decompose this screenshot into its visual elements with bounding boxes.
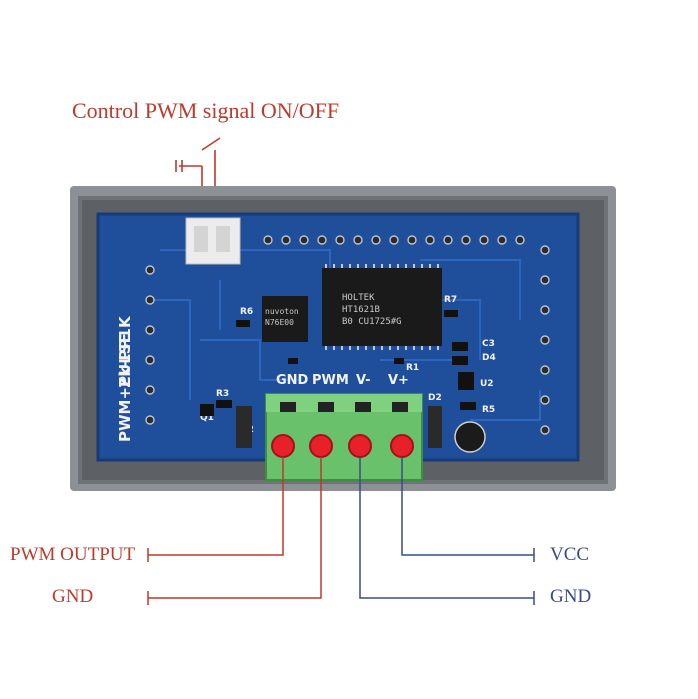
pcb: HOLTEK HT1621B B0 CU1725#G nuvoton N76E0… xyxy=(96,212,580,462)
main-chip-line-1: HOLTEK xyxy=(342,293,375,303)
label-d2: D2 xyxy=(428,393,442,403)
main-chip-line-2: HT1621B xyxy=(342,305,380,315)
pwm-output-label: PWM OUTPUT xyxy=(10,544,136,565)
label-r1: R1 xyxy=(406,363,419,373)
gnd-right-label: GND xyxy=(550,586,592,607)
label-q1: Q1 xyxy=(200,413,214,423)
smd-parts xyxy=(200,310,476,448)
small-chip: nuvoton N76E00 xyxy=(262,296,308,342)
title-label: Control PWM signal ON/OFF xyxy=(72,98,340,123)
label-r5: R5 xyxy=(482,405,495,415)
jst-connector xyxy=(185,217,241,265)
callout-lines xyxy=(147,457,535,605)
screw-2 xyxy=(309,434,333,458)
gnd-left-label: GND xyxy=(52,586,94,607)
label-r3: R3 xyxy=(216,389,229,399)
screw-1 xyxy=(271,434,295,458)
label-r7: R7 xyxy=(444,295,457,305)
side-pins xyxy=(145,245,550,435)
screw-terminal xyxy=(265,393,423,481)
small-chip-line-2: N76E00 xyxy=(265,318,294,327)
small-chip-line-1: nuvoton xyxy=(265,307,299,316)
model-silkscreen: Zk-PP1K xyxy=(116,315,134,388)
vcc-label: VCC xyxy=(550,544,590,565)
terminal-label-vminus: V- xyxy=(356,373,371,388)
label-u2: U2 xyxy=(480,379,494,389)
label-d4: D4 xyxy=(482,353,496,363)
screw-4 xyxy=(390,434,414,458)
terminal-label-pwm: PWM xyxy=(312,373,349,388)
header-pins xyxy=(263,235,525,245)
main-chip-line-3: B0 CU1725#G xyxy=(342,317,402,327)
terminal-label-vplus: V+ xyxy=(388,373,409,388)
screw-3 xyxy=(348,434,372,458)
capacitor-c1 xyxy=(454,421,486,453)
label-c3: C3 xyxy=(482,339,495,349)
label-r6: R6 xyxy=(240,307,253,317)
main-chip: HOLTEK HT1621B B0 CU1725#G xyxy=(322,264,442,350)
terminal-label-gnd: GND xyxy=(276,373,309,388)
brand-silkscreen: PWM+PULSE xyxy=(116,333,134,442)
